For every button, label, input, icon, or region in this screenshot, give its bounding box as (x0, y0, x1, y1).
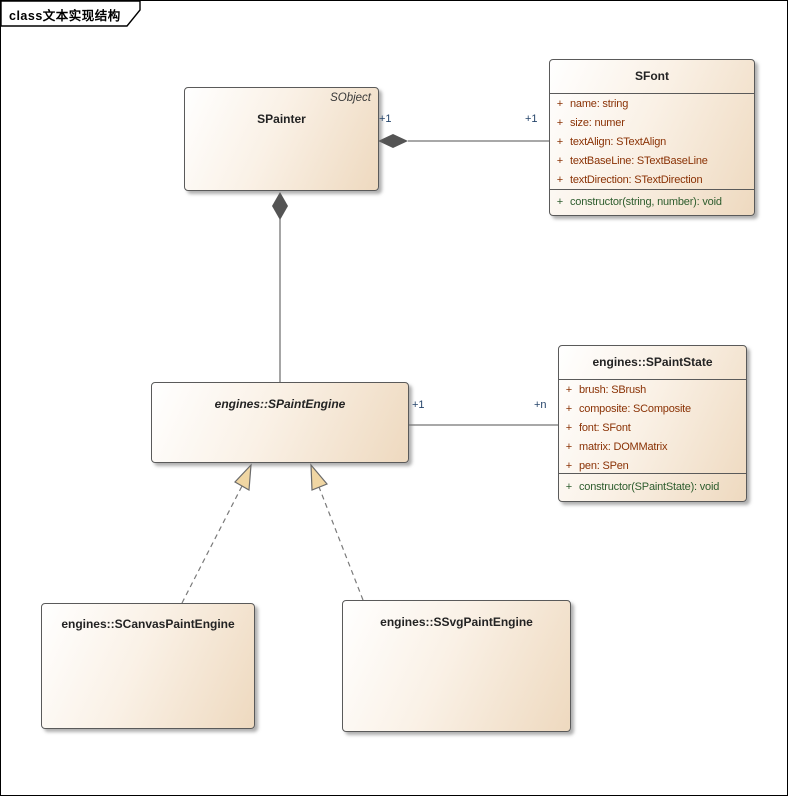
class-spainter[interactable]: SObject SPainter (184, 87, 379, 191)
class-ssvgpaintengine[interactable]: engines::SSvgPaintEngine (342, 600, 571, 732)
operations-compartment: + constructor(string, number): void (550, 188, 754, 214)
class-name: engines::SPaintState (592, 355, 713, 370)
visibility: + (565, 481, 573, 493)
attribute-text: brush: SBrush (579, 384, 647, 396)
attribute-text: font: SFont (579, 422, 631, 434)
class-sfont[interactable]: SFont + name: string + size: numer + tex… (549, 59, 755, 216)
class-name: engines::SCanvasPaintEngine (61, 617, 235, 631)
visibility: + (565, 403, 573, 415)
operations-compartment: + constructor(SPaintState): void (559, 472, 746, 500)
operation-text: constructor(string, number): void (570, 196, 722, 208)
class-name: engines::SSvgPaintEngine (380, 615, 533, 629)
attribute-row[interactable]: + size: numer (550, 114, 754, 133)
attribute-text: matrix: DOMMatrix (579, 441, 668, 453)
visibility: + (565, 441, 573, 453)
diagram-frame-tab: class文本实现结构 (1, 1, 151, 29)
visibility: + (565, 384, 573, 396)
attributes-compartment: + name: string + size: numer + textAlign… (550, 92, 754, 190)
operation-row[interactable]: + constructor(string, number): void (550, 193, 754, 212)
visibility: + (556, 196, 564, 208)
multiplicity-font-end[interactable]: +1 (525, 113, 538, 125)
multiplicity-engine-end[interactable]: +1 (412, 399, 425, 411)
generalization-svg-engine[interactable] (310, 463, 364, 601)
operation-row[interactable]: + constructor(SPaintState): void (559, 478, 746, 497)
visibility: + (556, 136, 564, 148)
generalization-triangle-icon (234, 463, 252, 491)
class-spaintstate[interactable]: engines::SPaintState + brush: SBrush + c… (558, 345, 747, 502)
class-name: engines::SPaintEngine (214, 397, 346, 411)
multiplicity-state-end[interactable]: +n (534, 399, 547, 411)
attribute-row[interactable]: + textBaseLine: STextBaseLine (550, 152, 754, 171)
class-name: SPainter (257, 112, 306, 126)
attribute-text: textDirection: STextDirection (570, 174, 703, 186)
attribute-text: composite: SComposite (579, 403, 691, 415)
attribute-row[interactable]: + composite: SComposite (559, 400, 746, 419)
attribute-text: textAlign: STextAlign (570, 136, 667, 148)
composition-painter-engine[interactable] (272, 192, 288, 382)
attribute-row[interactable]: + name: string (550, 95, 754, 114)
attribute-row[interactable]: + pen: SPen (559, 457, 746, 476)
class-name: SFont (635, 69, 669, 84)
generalization-canvas-engine[interactable] (181, 463, 252, 604)
generalization-triangle-icon (310, 463, 328, 491)
operation-text: constructor(SPaintState): void (579, 481, 720, 493)
attribute-row[interactable]: + matrix: DOMMatrix (559, 438, 746, 457)
attributes-compartment: + brush: SBrush + composite: SComposite … (559, 378, 746, 476)
spainter-stereotype: SObject (330, 92, 371, 104)
attribute-text: textBaseLine: STextBaseLine (570, 155, 708, 167)
attribute-text: size: numer (570, 117, 625, 129)
multiplicity-painter-end[interactable]: +1 (379, 113, 392, 125)
class-scanvaspaintengine[interactable]: engines::SCanvasPaintEngine (41, 603, 255, 729)
attribute-row[interactable]: + textDirection: STextDirection (550, 171, 754, 190)
visibility: + (556, 117, 564, 129)
visibility: + (556, 155, 564, 167)
composition-diamond-icon (272, 192, 288, 220)
frame-tab-shape (1, 1, 141, 27)
visibility: + (565, 422, 573, 434)
visibility: + (556, 174, 564, 186)
attribute-text: name: string (570, 98, 629, 110)
attribute-row[interactable]: + textAlign: STextAlign (550, 133, 754, 152)
visibility: + (556, 98, 564, 110)
diagram-title: class文本实现结构 (9, 9, 121, 23)
attribute-row[interactable]: + brush: SBrush (559, 381, 746, 400)
attribute-text: pen: SPen (579, 460, 629, 472)
attribute-row[interactable]: + font: SFont (559, 419, 746, 438)
composition-painter-font[interactable] (378, 134, 549, 148)
visibility: + (565, 460, 573, 472)
composition-diamond-icon (378, 134, 408, 148)
class-spaintengine[interactable]: engines::SPaintEngine (151, 382, 409, 463)
